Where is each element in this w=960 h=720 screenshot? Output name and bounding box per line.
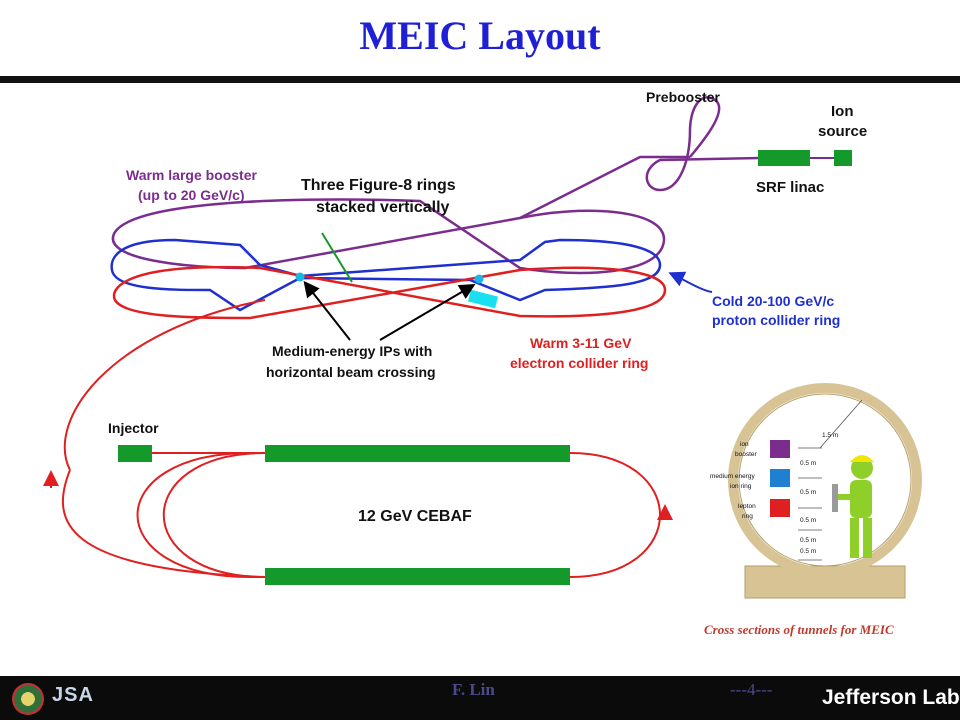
tunnel-dim-2: 0.5 m [800,489,816,496]
tunnel-caption: Cross sections of tunnels for MEIC [704,622,894,637]
label-warm-booster-1: Warm large booster [126,167,258,183]
label-ion-source-1: Ion [831,103,854,120]
tunnel-dim-radius: 1.5 m [822,432,838,439]
label-cebaf: 12 GeV CEBAF [358,508,472,525]
ip-arrow-left [303,280,351,341]
label-injector: Injector [108,420,159,436]
label-srf-linac: SRF linac [756,179,824,196]
jefferson-lab-logo: Jefferson Lab [822,686,960,709]
tunnel-label-lepton-ring-1: lepton [738,503,756,510]
proton-ring [110,238,662,312]
tunnel-label-lepton-ring-2: ring [742,513,753,520]
page-title: MEIC Layout [359,13,601,58]
tunnel-label-medium-ring-2: ion ring [730,483,752,490]
crossing-indicator [321,232,353,283]
tunnel-dim-5: 0.5 m [800,548,816,555]
tunnel-dim-1: 0.5 m [800,460,816,467]
ip-marker-right [474,274,484,284]
footer-author: F. Lin [452,680,495,699]
label-ion-source-2: source [818,123,867,140]
tunnel-label-ion-booster-2: booster [735,451,758,458]
footer-bar [0,676,960,720]
tunnel-dim-3: 0.5 m [800,517,816,524]
ion-source-block [834,150,852,166]
jsa-logo: JSA [52,684,94,706]
label-warm-booster-2: (up to 20 GeV/c) [138,187,245,203]
injector-block [118,445,152,462]
meic-layout-diagram: Prebooster Ion source SRF linac Warm lar… [43,89,922,599]
tunnel-label-ion-booster-1: ion [740,441,749,448]
ip-arrow-right [379,283,476,341]
page-number: ---4--- [730,680,773,699]
label-ips-2: horizontal beam crossing [266,364,436,380]
srf-linac-block [758,150,810,166]
label-three-rings-2: stacked vertically [316,199,450,216]
tunnel-cross-section [728,383,922,599]
label-prebooster: Prebooster [646,89,720,105]
label-three-rings-1: Three Figure-8 rings [301,177,456,194]
label-cold-ring-2: proton collider ring [712,312,840,328]
detector-block [467,289,499,309]
title-divider [0,76,960,83]
cebaf-linac-south [265,568,570,585]
label-warm-ring-2: electron collider ring [510,355,648,371]
tunnel-label-medium-ring-1: medium energy [710,473,756,480]
seal-logo-icon [12,683,44,715]
proton-label-arrow [668,271,713,293]
electron-ring [112,265,667,320]
label-ips-1: Medium-energy IPs with [272,343,432,359]
ip-marker-left [295,272,305,282]
cebaf-linac-north [265,445,570,462]
label-warm-ring-1: Warm 3-11 GeV [530,335,632,351]
label-cold-ring-1: Cold 20-100 GeV/c [712,293,834,309]
tunnel-dim-4: 0.5 m [800,537,816,544]
